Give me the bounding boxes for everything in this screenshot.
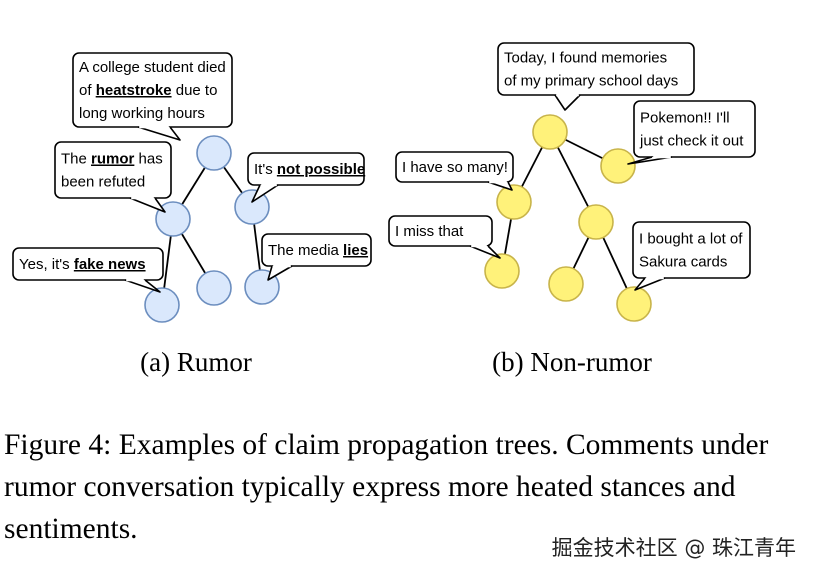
tree-node [532,114,568,150]
comment-word: Pokemon!! I'll [640,110,730,127]
bubble-tail [634,277,666,291]
comment-word: been refuted [61,174,145,191]
bubble-tail [487,181,513,191]
emphasized-word: lies [343,242,368,259]
bubble-box [497,42,695,96]
comment-word: I bought a lot of [639,231,743,248]
comment-text: It's not possible [254,161,365,178]
comment-word: Yes, it's [19,256,74,273]
comment-word: of [79,82,96,99]
comment-bubble: The rumor has been refuted [54,141,172,213]
bubble-tail [627,156,673,165]
comment-text: Sakura cards [639,254,727,271]
bubble-tail [251,184,279,203]
emphasized-word: rumor [91,151,135,168]
comment-bubble: Today, I found memories of my primary sch… [497,42,695,111]
bubble-box [12,247,164,281]
comment-word: I have so many! [402,159,508,176]
rumor-tree: A college student died of heatstroke due … [12,52,372,323]
comment-bubble: A college student died of heatstroke due … [72,52,233,141]
bubble-tail [469,245,501,259]
comment-bubble: I have so many! [395,151,514,191]
comment-text: I have so many! [402,159,508,176]
comment-bubble: I miss that [388,215,501,259]
subcaption-nonrumor: (b) Non-rumor [492,347,652,377]
bubble-tail [137,126,181,141]
tree-node [144,287,180,323]
comment-word: It's [254,161,277,178]
bubble-tail [267,265,293,281]
tree-node [578,204,614,240]
comment-word: due to [172,82,218,99]
comment-bubble: Pokemon!! I'll just check it out [627,100,756,165]
comment-text: of heatstroke due to [79,82,217,99]
bubble-box [54,141,172,199]
comment-text: long working hours [79,105,205,122]
tree-node [616,286,652,322]
comment-word: Today, I found memories [504,50,667,67]
comment-word: Sakura cards [639,254,727,271]
comment-text: The rumor has [61,151,163,168]
bubble-box [388,215,493,247]
comment-bubble: I bought a lot of Sakura cards [632,221,751,291]
bubble-tail [554,94,581,111]
comment-bubble: The media lies [261,233,372,281]
comment-text: Yes, it's fake news [19,256,146,273]
comment-text: just check it out [639,133,744,150]
bubble-box [633,100,756,158]
emphasized-word: fake news [74,256,146,273]
tree-node [600,148,636,184]
comment-bubble: Yes, it's fake news [12,247,164,293]
comment-word: The media [268,242,343,259]
bubble-box [247,152,365,186]
comment-bubble: It's not possible [247,152,365,203]
bubble-box [261,233,372,267]
figure-caption: Figure 4: Examples of claim propagation … [4,429,769,545]
comment-word: The [61,151,91,168]
comment-text: The media lies [268,242,368,259]
tree-node [548,266,584,302]
bubble-box [632,221,751,279]
comment-text: I bought a lot of [639,231,743,248]
comment-word: long working hours [79,105,205,122]
comment-word: I miss that [395,223,464,240]
tree-node [234,189,270,225]
comment-text: I miss that [395,223,464,240]
tree-node [484,253,520,289]
comment-word: A college student died [79,59,226,76]
bubble-tail [124,279,161,293]
tree-node [196,270,232,306]
comment-word: has [134,151,162,168]
comment-text: A college student died [79,59,226,76]
comment-word: of my primary school days [504,73,678,90]
emphasized-word: heatstroke [96,82,172,99]
watermark: 掘金技术社区 @ 珠江青年 [551,536,796,560]
comment-word: just check it out [639,133,744,150]
comment-text: Today, I found memories [504,50,667,67]
tree-node [196,135,232,171]
comment-text: of my primary school days [504,73,678,90]
subcaption-rumor: (a) Rumor [140,347,252,377]
bubble-box [395,151,514,183]
comment-text: been refuted [61,174,145,191]
bubble-tail [129,197,166,213]
nonrumor-tree: Today, I found memories of my primary sch… [388,42,756,322]
comment-text: Pokemon!! I'll [640,110,730,127]
emphasized-word: not possible [277,161,365,178]
tree-node [496,184,532,220]
